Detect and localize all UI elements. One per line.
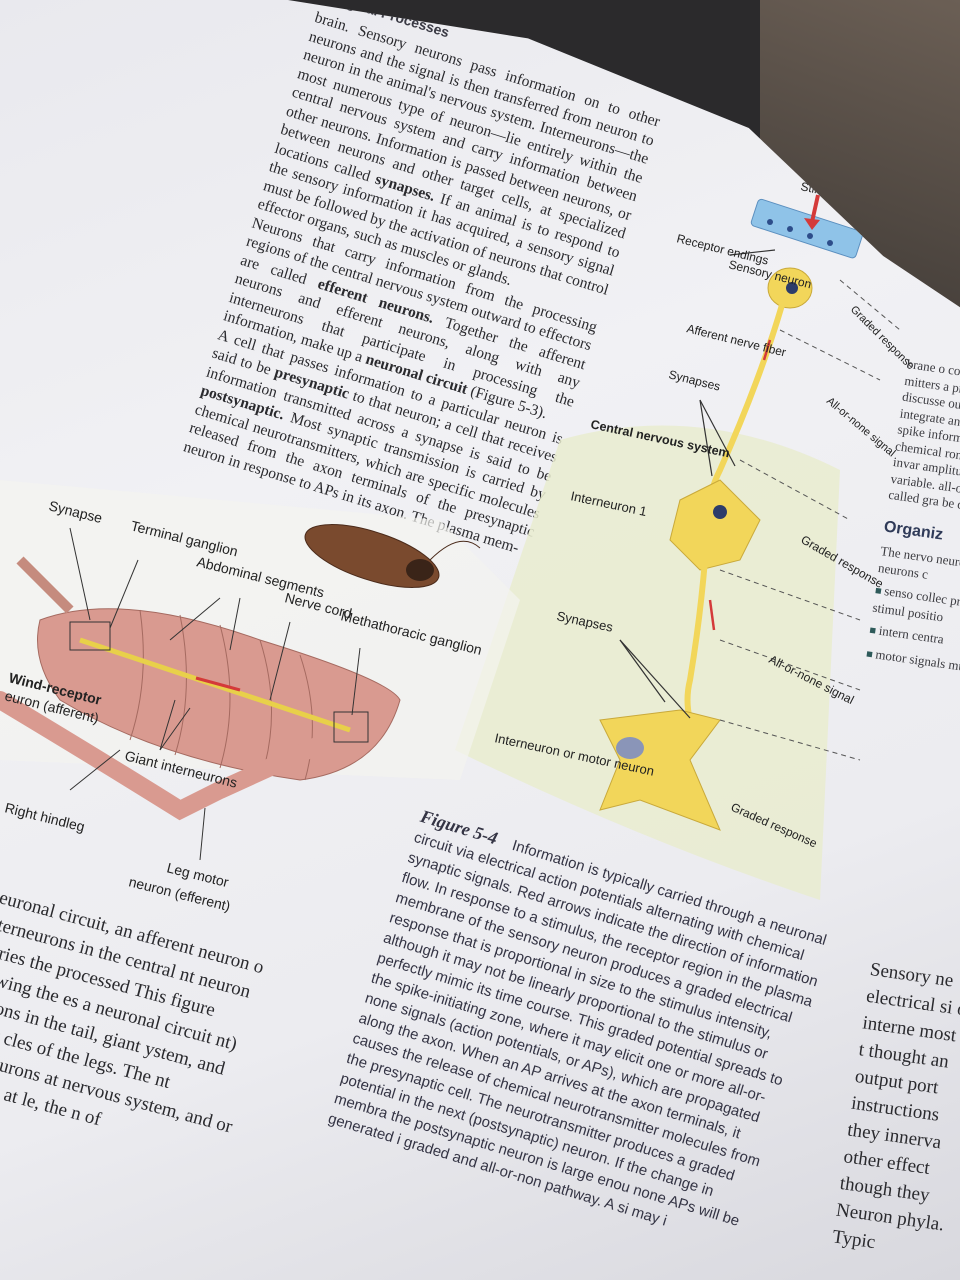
synapse-pointers <box>619 249 776 719</box>
right-hindleg <box>0 691 339 821</box>
red-arrow-afferent <box>762 339 772 361</box>
red-arrow-interneuron <box>708 599 716 631</box>
label-right-hindleg: Right hindleg <box>3 799 86 834</box>
stimulus-arrow <box>810 194 820 223</box>
cercus <box>16 556 74 614</box>
interneuron-1 <box>669 479 761 721</box>
receptor-cells <box>750 198 863 259</box>
dashed-guides <box>719 279 901 761</box>
terminal-ganglion-box <box>69 621 111 651</box>
stimulus-arrowhead <box>804 218 820 230</box>
metathoracic-ganglion-box <box>333 711 369 743</box>
motor-neuron <box>599 709 721 831</box>
figure-5-3-pointers <box>69 527 361 861</box>
cockroach-inset <box>304 524 481 588</box>
red-arrow-nerve-cord <box>195 676 241 692</box>
